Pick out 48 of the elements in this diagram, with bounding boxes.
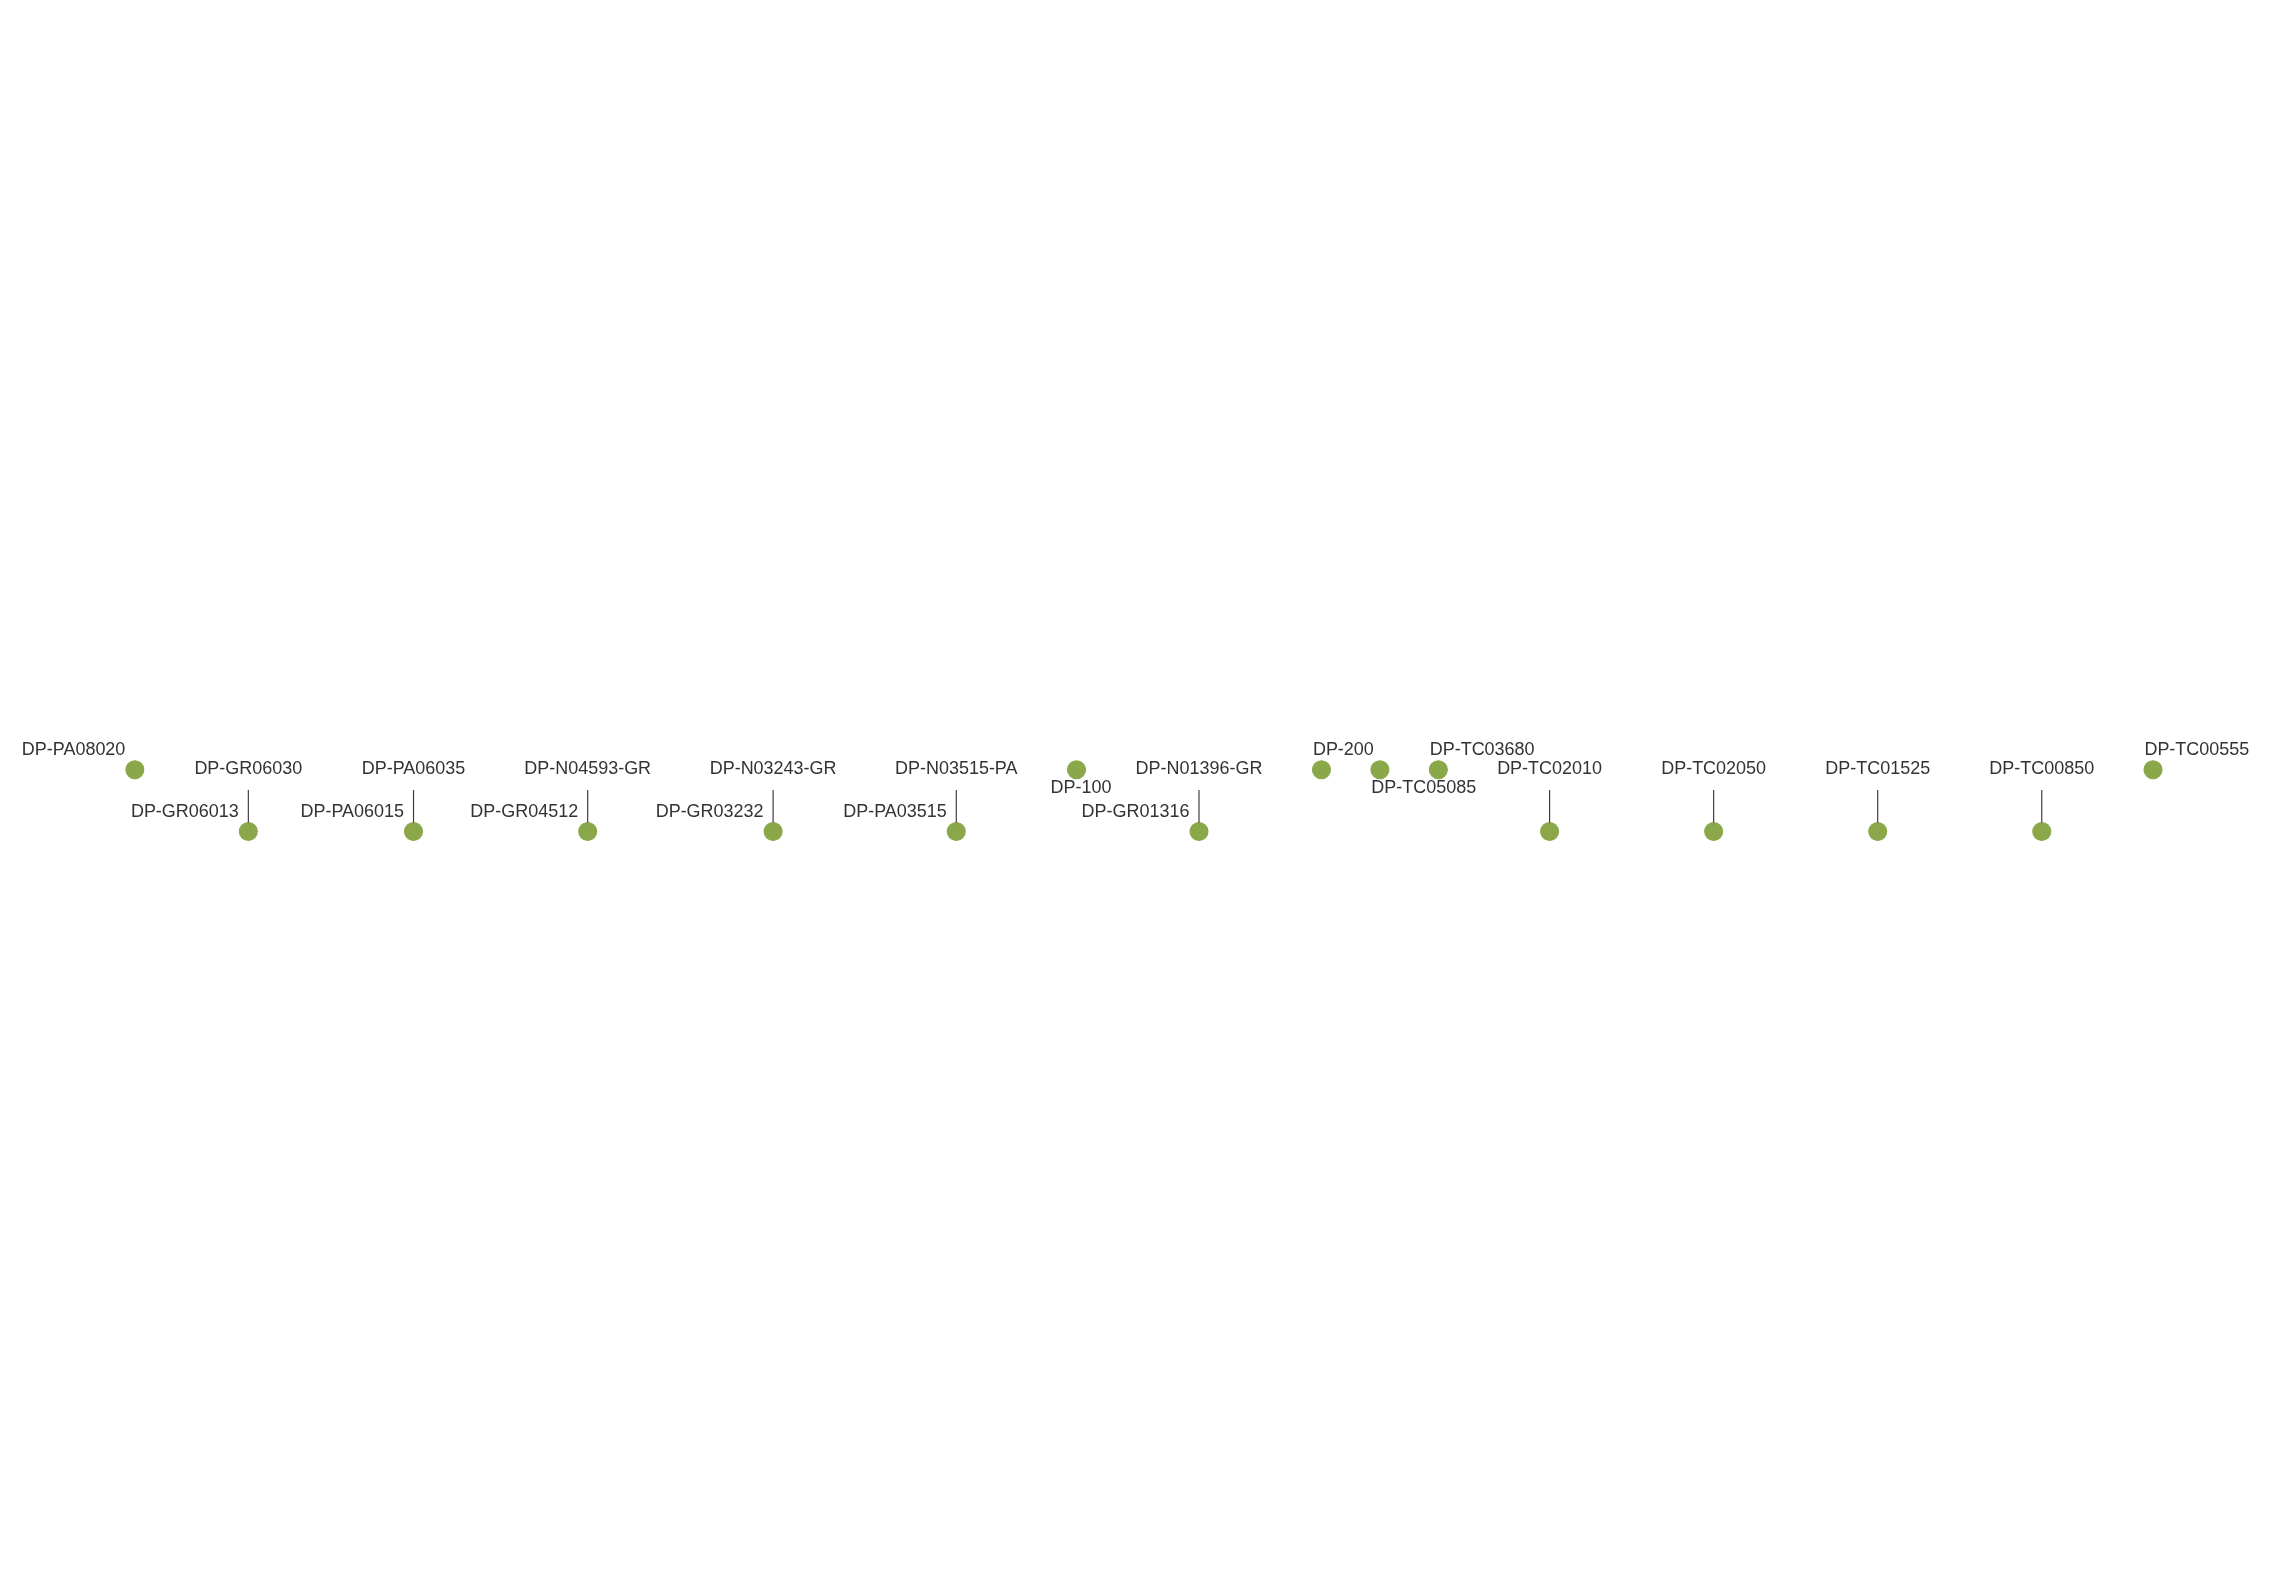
- connector: [772, 789, 774, 824]
- node-circle: [1428, 760, 1448, 780]
- node-text: DP-TC00850: [1989, 757, 2095, 778]
- node-label: DP-PA03515: [843, 800, 947, 821]
- connector: [1198, 789, 1200, 824]
- node-circle: [2143, 760, 2163, 780]
- node-label: DP-TC05085: [1371, 777, 1477, 798]
- node-label: DP-PA06015: [300, 800, 405, 821]
- connector: [247, 789, 249, 824]
- node-circle: [1704, 821, 1724, 842]
- node-circle: [1066, 760, 1087, 780]
- connector: [1549, 789, 1551, 824]
- node-circle: [578, 821, 598, 842]
- node-text: DP-N03515-PA: [895, 757, 1018, 778]
- node-circle: [238, 821, 258, 842]
- node-circle: [946, 821, 966, 842]
- node-label: DP-GR04512: [470, 800, 579, 821]
- node-circle: [1189, 821, 1209, 842]
- connector: [412, 789, 415, 824]
- node-circle: [1540, 821, 1560, 842]
- node-circle: [2032, 821, 2052, 842]
- node-label: DP-PA08020: [21, 738, 126, 759]
- connector: [1877, 789, 1879, 824]
- node-label: DP-TC00555: [2144, 738, 2250, 759]
- node-text: DP-N04593-GR: [524, 757, 652, 778]
- node-text: DP-PA06035: [361, 757, 466, 778]
- node-circle: [125, 760, 145, 780]
- node-text: DP-GR06030: [194, 757, 303, 778]
- node-label: DP-200: [1312, 738, 1374, 759]
- connector: [1713, 789, 1715, 824]
- connector: [2041, 789, 2043, 824]
- node-text: DP-TC02010: [1497, 757, 1603, 778]
- node-circle: [1370, 760, 1390, 780]
- node-text: DP-N03243-GR: [709, 757, 837, 778]
- node-label: DP-GR03232: [655, 800, 764, 821]
- node-label: DP-GR01316: [1081, 800, 1190, 821]
- node-circle: [1868, 821, 1888, 842]
- node-text: DP-TC02050: [1661, 757, 1767, 778]
- node-circle: [763, 821, 783, 842]
- node-circle: [1311, 760, 1331, 780]
- node-label: DP-100: [1050, 777, 1112, 798]
- connector: [955, 789, 957, 824]
- node-text: DP-N01396-GR: [1135, 757, 1263, 778]
- connector: [587, 789, 589, 824]
- node-circle: [403, 821, 424, 842]
- node-label: DP-TC03680: [1429, 738, 1535, 759]
- node-label: DP-GR06013: [130, 800, 239, 821]
- node-text: DP-TC01525: [1825, 757, 1931, 778]
